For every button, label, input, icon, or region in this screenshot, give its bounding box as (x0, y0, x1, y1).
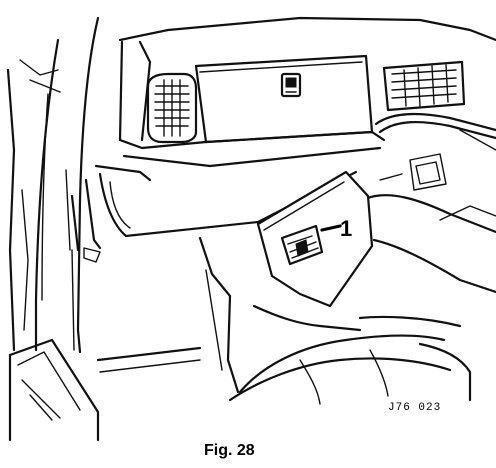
callout-leader (320, 224, 342, 232)
fuse-cover-handle-icon (295, 239, 309, 257)
glovebox-lid (194, 54, 374, 144)
reference-code: J76 023 (388, 402, 441, 414)
dash-underside (94, 130, 386, 182)
figure-caption: Fig. 28 (204, 442, 255, 459)
knee-panel (70, 170, 358, 351)
dashboard-top (118, 16, 496, 142)
seat (228, 315, 472, 405)
fuse-panel-cover (256, 170, 374, 308)
floor-area (198, 236, 362, 394)
callout-number: 1 (340, 216, 352, 241)
right-air-vent (382, 60, 466, 112)
left-air-vent (146, 72, 198, 144)
door-sill (8, 338, 202, 442)
a-pillar (6, 16, 100, 354)
center-console (366, 112, 496, 294)
